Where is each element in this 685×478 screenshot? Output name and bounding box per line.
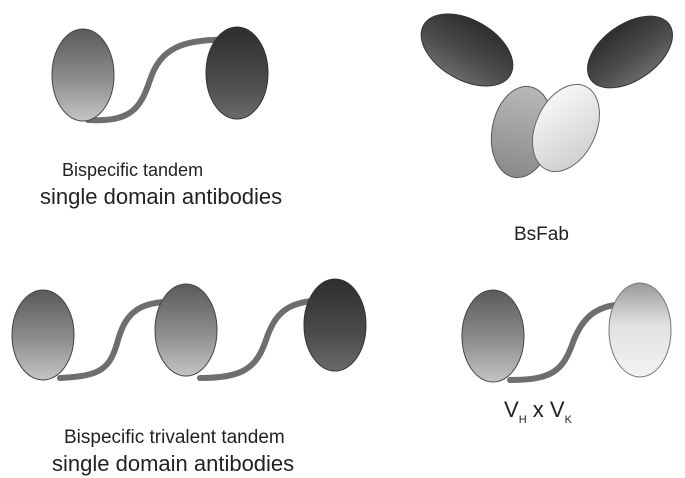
tandem-caption-line1: Bispecific tandem: [62, 160, 203, 181]
vhvk-caption: VH x VK: [504, 397, 572, 423]
domain-5: [304, 279, 366, 371]
bsfab-caption: BsFab: [514, 224, 569, 246]
vk-letter: V: [550, 397, 565, 422]
vhvk-graphic: [462, 283, 671, 382]
trivalent-caption-line2: single domain antibodies: [52, 451, 294, 477]
vk-domain: [609, 283, 671, 377]
vk-subscript: K: [565, 414, 572, 426]
tandem-sdab-graphic: [52, 27, 268, 121]
domain-1: [52, 29, 114, 121]
vh-domain: [462, 290, 524, 382]
trivalent-caption-line1: Bispecific trivalent tandem: [64, 427, 285, 449]
fab-arm-left: [409, 0, 526, 101]
vh-letter: V: [504, 397, 519, 422]
domain-3: [12, 290, 74, 380]
trivalent-sdab-graphic: [12, 279, 366, 380]
fab-arm-right: [575, 2, 685, 103]
times-symbol: x: [527, 397, 550, 422]
tandem-caption-line2: single domain antibodies: [40, 184, 282, 210]
bsfab-graphic: [409, 0, 685, 183]
domain-2: [206, 27, 268, 119]
vh-subscript: H: [519, 414, 527, 426]
domain-4: [155, 284, 217, 376]
